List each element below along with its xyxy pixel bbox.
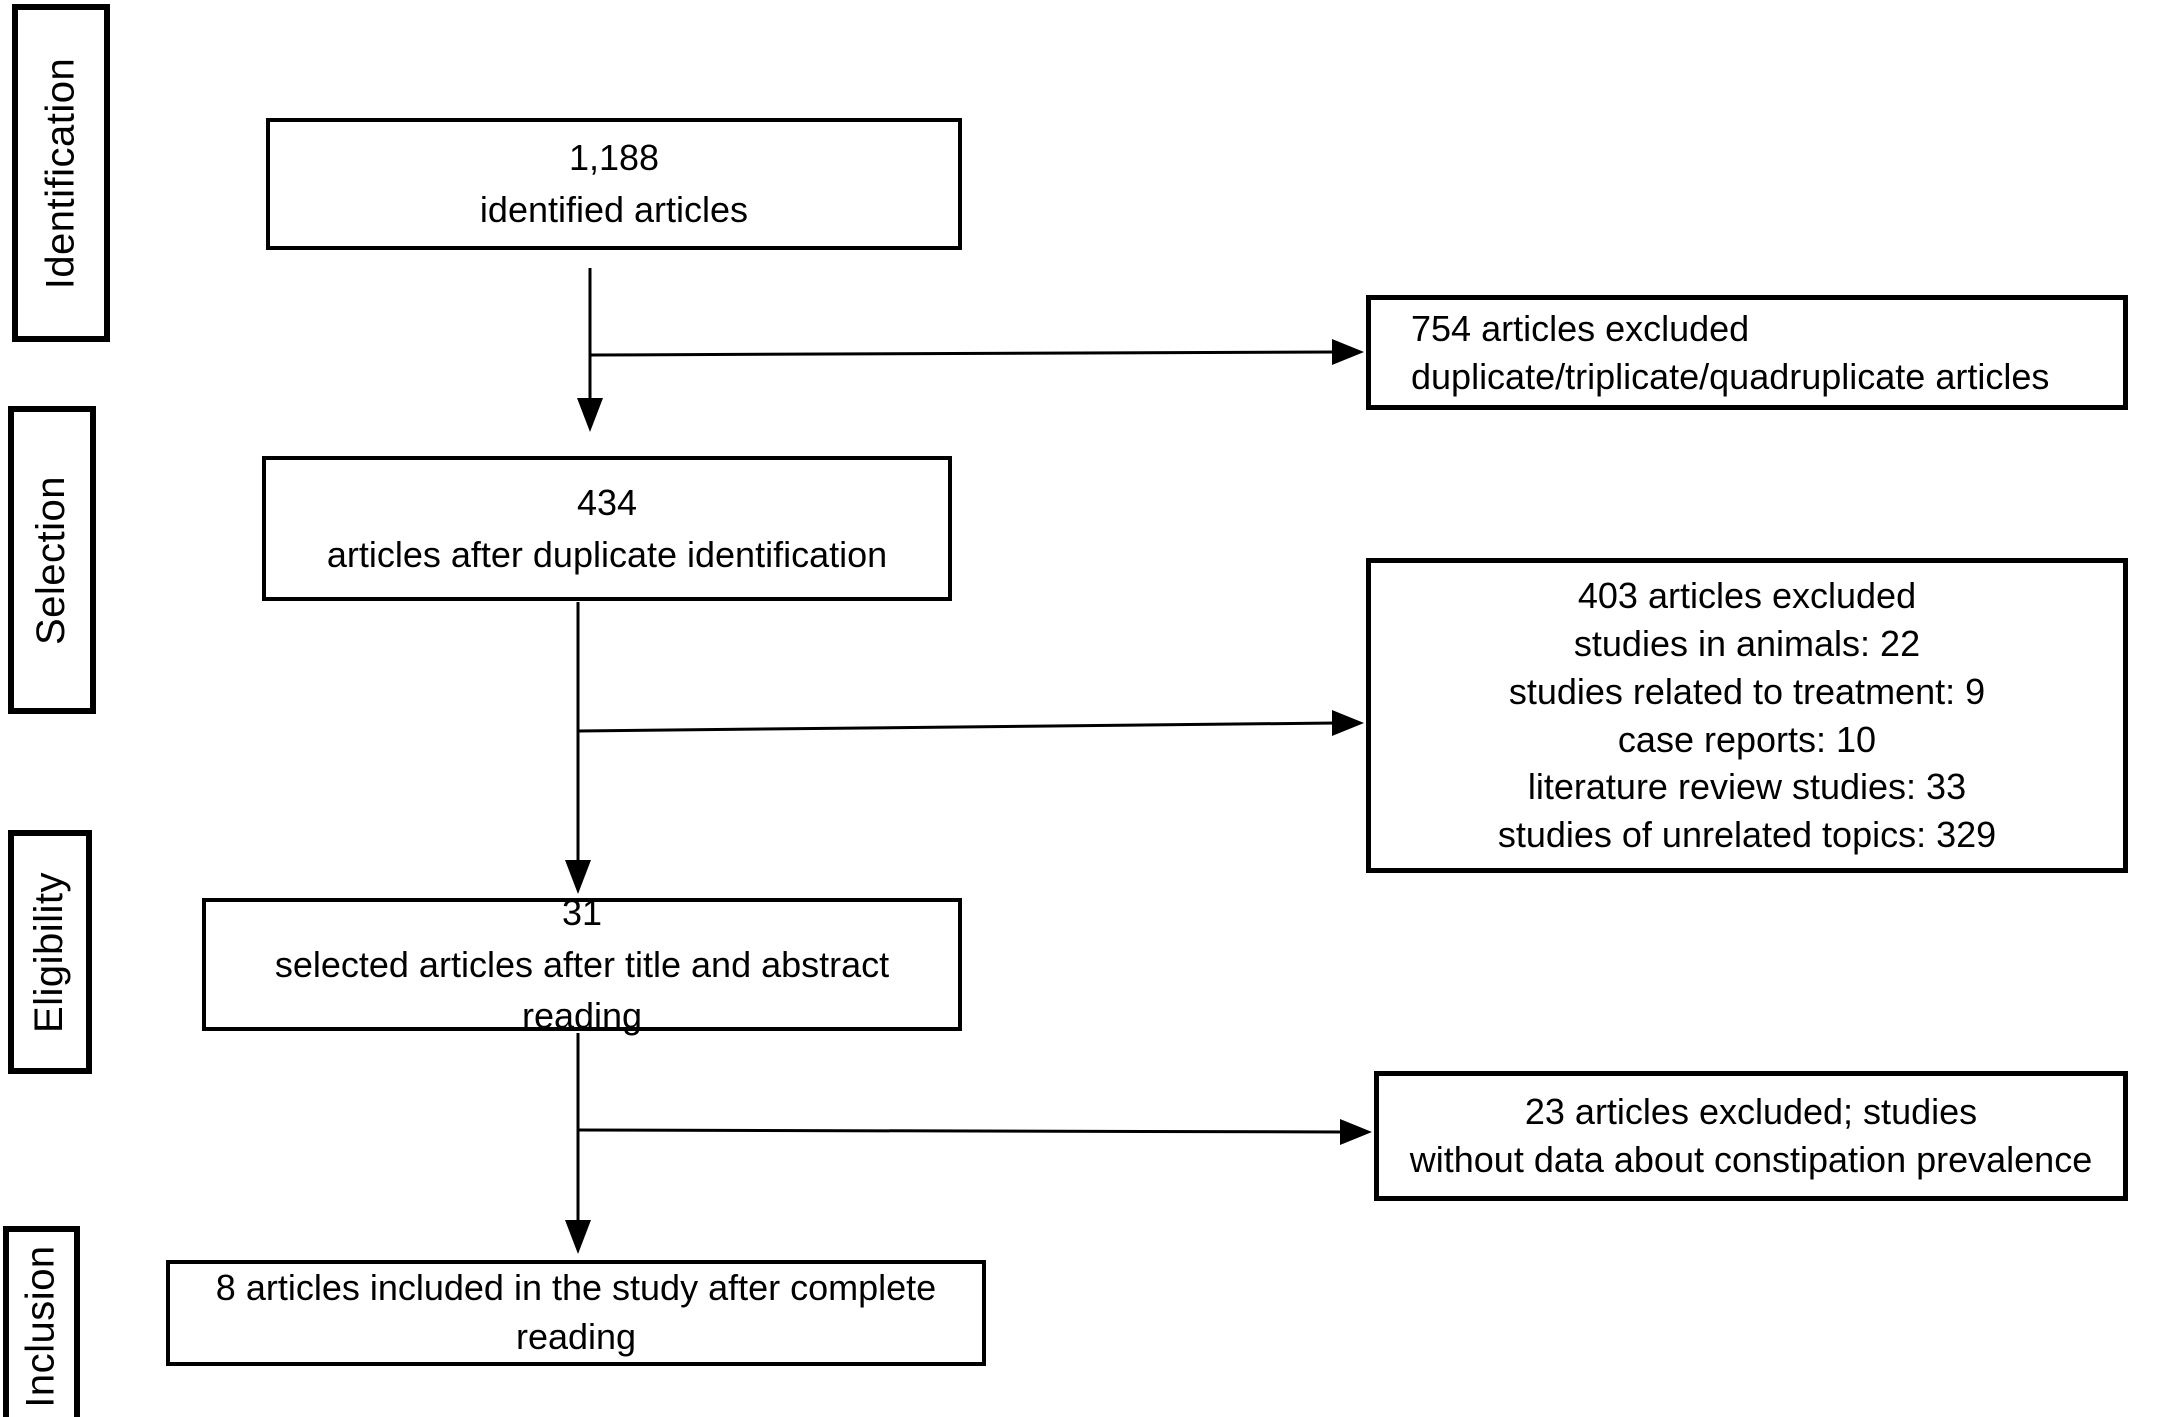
title-abstract-label: selected articles after title and abstra… bbox=[274, 943, 890, 1037]
exclusion-duplicates-line-2: duplicate/triplicate/quadruplicate artic… bbox=[1411, 355, 2050, 397]
exclusion-full-text-line-2: without data about constipation prevalen… bbox=[1409, 1139, 2093, 1180]
stage-label-eligibility: Eligibility bbox=[8, 830, 92, 1074]
stage-label-inclusion-text: Inclusion bbox=[19, 1244, 63, 1408]
exclusion-duplicates-line-1: 754 articles excluded bbox=[1411, 307, 1750, 349]
exclusion-box-full-text: 23 articles excluded; studies without da… bbox=[1374, 1071, 2128, 1201]
exclusion-box-screening: 403 articles excluded studies in animals… bbox=[1366, 558, 2128, 873]
title-abstract-count: 31 bbox=[561, 891, 603, 933]
exclusion-screening-line-2: studies in animals: 22 bbox=[1573, 622, 1921, 664]
exclusion-screening-line-5: literature review studies: 33 bbox=[1527, 766, 1967, 808]
stage-label-identification-text: Identification bbox=[38, 57, 83, 289]
flow-box-included-articles: 8 articles included in the study after c… bbox=[166, 1260, 986, 1366]
flow-box-title-abstract-selected: 31 selected articles after title and abs… bbox=[202, 892, 962, 1036]
after-duplicates-label: articles after duplicate identification bbox=[326, 533, 888, 575]
stage-label-selection-text: Selection bbox=[29, 475, 74, 645]
flow-box-after-duplicate-identification: 434 articles after duplicate identificat… bbox=[262, 456, 952, 601]
arrow-identified-to-duplicates bbox=[577, 268, 1364, 432]
stage-label-identification: Identification bbox=[12, 4, 110, 342]
exclusion-box-duplicates: 754 articles excluded duplicate/triplica… bbox=[1366, 295, 2128, 410]
included-line-1: 8 articles included in the study after c… bbox=[215, 1267, 937, 1309]
included-line-2: reading bbox=[515, 1316, 637, 1357]
stage-label-selection: Selection bbox=[8, 406, 96, 714]
exclusion-screening-line-1: 403 articles excluded bbox=[1577, 574, 1917, 616]
stage-label-inclusion: Inclusion bbox=[3, 1226, 80, 1417]
flow-box-identified-articles: 1,188 identified articles bbox=[266, 118, 962, 250]
arrow-screening-to-included bbox=[565, 1033, 1372, 1254]
exclusion-screening-line-6: studies of unrelated topics: 329 bbox=[1497, 814, 1997, 856]
arrow-duplicates-to-screening bbox=[565, 602, 1364, 894]
exclusion-screening-line-3: studies related to treatment: 9 bbox=[1508, 670, 1986, 712]
exclusion-full-text-line-1: 23 articles excluded; studies bbox=[1524, 1091, 1978, 1133]
after-duplicates-count: 434 bbox=[576, 481, 638, 523]
identified-label: identified articles bbox=[479, 189, 749, 230]
exclusion-screening-line-4: case reports: 10 bbox=[1617, 718, 1877, 760]
identified-count: 1,188 bbox=[568, 137, 660, 179]
stage-label-eligibility-text: Eligibility bbox=[27, 871, 72, 1033]
